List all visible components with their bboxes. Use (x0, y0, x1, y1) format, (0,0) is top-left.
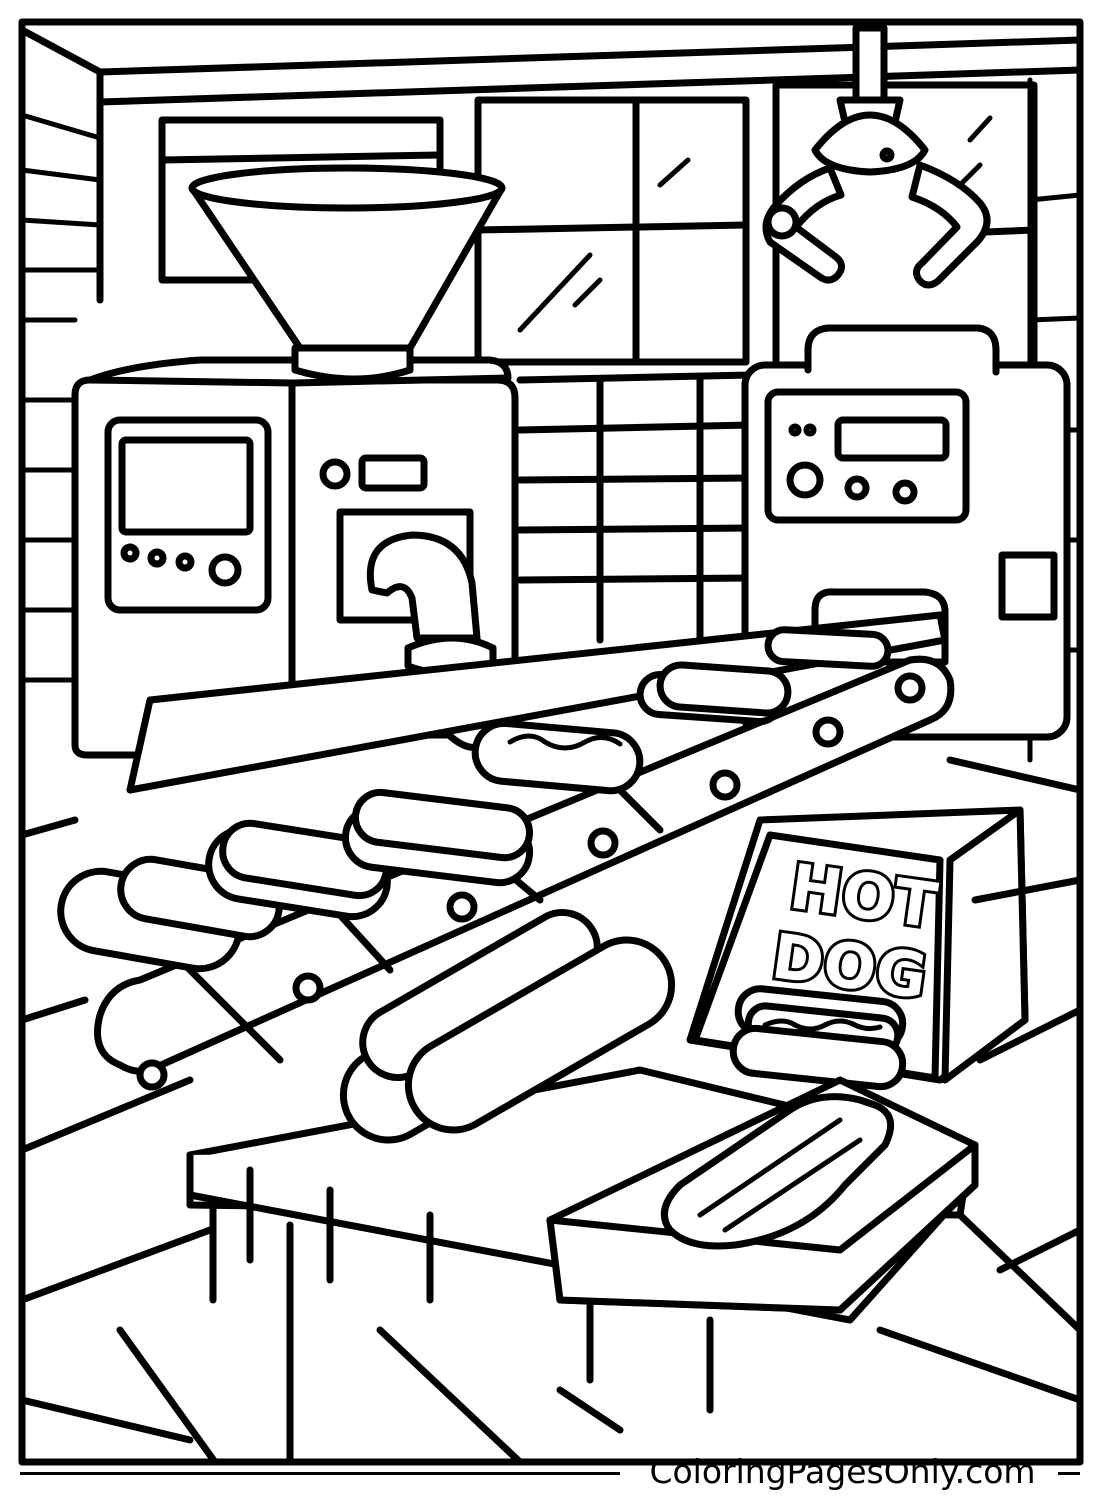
sign-hot-dog-picture (729, 985, 907, 1091)
robotic-claw (762, 24, 991, 289)
sausage-stuffer-machine (71, 164, 519, 759)
factory-window-center (474, 96, 750, 366)
raw-sausages (57, 626, 892, 973)
footer-credit: ColoringPagesOnly.com (649, 1452, 1036, 1491)
hot-dog-tray (546, 1076, 979, 1314)
wall-lines (18, 26, 1084, 763)
footer: ColoringPagesOnly.com (0, 1452, 1101, 1492)
page-border (18, 18, 1084, 1466)
hot-dog-sign: HOT DOG (686, 806, 1029, 1091)
footer-rule-right (1058, 1472, 1080, 1475)
footer-rule-left (20, 1472, 620, 1475)
floor-tiles (18, 756, 1084, 1466)
finished-hot-dog (339, 909, 676, 1144)
